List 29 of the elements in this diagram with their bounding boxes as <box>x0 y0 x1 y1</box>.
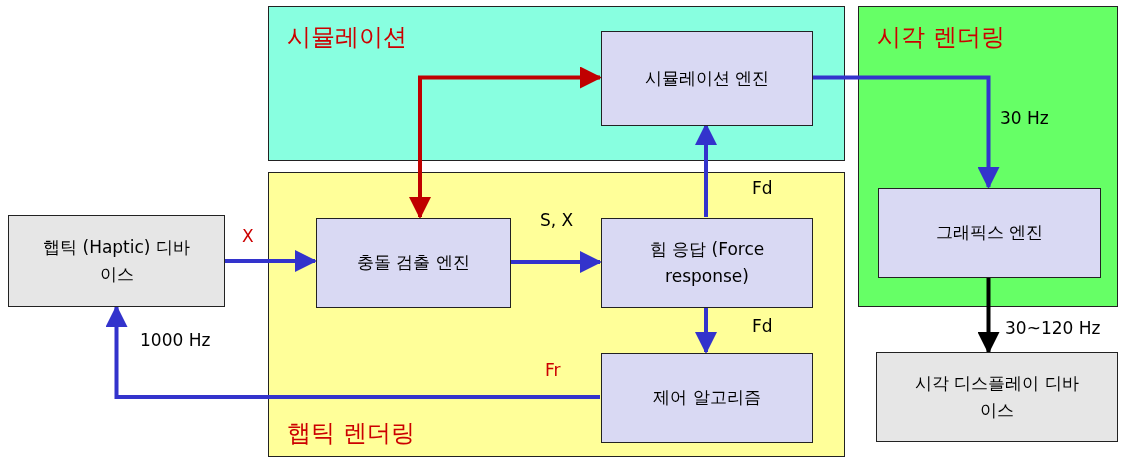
edge-label: Fr <box>545 360 561 380</box>
edge-label: Fd <box>752 316 773 336</box>
process-box: 충돌 검출 엔진 <box>316 218 511 308</box>
arrow <box>105 305 600 399</box>
arrow <box>977 277 1000 354</box>
process-box: 햅틱 (Haptic) 디바이스 <box>8 215 225 307</box>
group-heading: 햅틱 렌더링 <box>287 418 415 449</box>
arrow <box>225 250 317 272</box>
arrow <box>695 307 717 354</box>
process-box: 시각 디스플레이 디바이스 <box>876 352 1118 442</box>
rate-label: 1000 Hz <box>140 330 211 350</box>
arrow <box>812 75 1000 189</box>
process-box: 그래픽스 엔진 <box>878 188 1101 278</box>
group-panel <box>268 6 845 161</box>
edge-label: 30~120 Hz <box>1005 318 1101 338</box>
group-panel <box>858 6 1118 307</box>
edge-label: S, X <box>540 210 574 230</box>
group-panel <box>268 172 845 457</box>
group-heading: 시뮬레이션 <box>287 22 407 53</box>
edge-label: Fd <box>752 178 773 198</box>
edge-label: X <box>242 226 254 246</box>
arrow <box>695 123 717 217</box>
arrow <box>510 251 602 273</box>
edge-label: 30 Hz <box>1000 108 1049 128</box>
process-box: 시뮬레이션 엔진 <box>601 31 813 126</box>
process-box: 제어 알고리즘 <box>601 353 813 443</box>
group-heading: 시각 렌더링 <box>877 22 1005 53</box>
process-box: 힘 응답 (Force response) <box>601 218 813 308</box>
arrow <box>409 66 602 219</box>
